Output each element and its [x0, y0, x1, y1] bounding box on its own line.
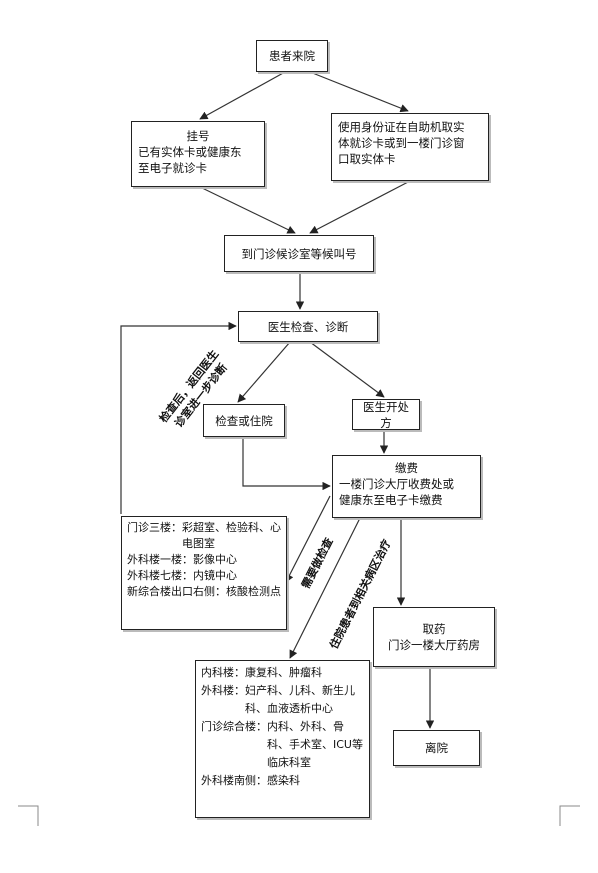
department-row: 外科楼： 妇产科、儿科、新生儿科、血液透析中心 [201, 682, 364, 718]
node-diagnosis-text: 医生检查、诊断 [267, 319, 349, 334]
arrow-idcard-to-waiting [309, 180, 411, 234]
node-diagnosis: 医生检查、诊断 [238, 311, 378, 342]
node-payment-title: 缴费 [395, 461, 418, 475]
exam-location-departments: 内镜中心 [193, 569, 237, 582]
arrow-exam-to-payment [242, 437, 331, 491]
node-payment: 缴费 一楼门诊大厅收费处或 健康东至电子卡缴费 [332, 455, 481, 518]
department-list: 感染科 [267, 774, 300, 787]
node-pharmacy: 取药 门诊一楼大厅药房 [373, 607, 495, 667]
department-building: 门诊综合楼： [201, 720, 267, 733]
department-building: 内科楼： [201, 666, 245, 679]
node-arrival: 患者来院 [256, 40, 328, 72]
exam-location-row: 外科楼七楼： 内镜中心 [127, 568, 281, 584]
exam-location-row: 外科楼一楼： 影像中心 [127, 552, 281, 568]
node-id-card-line-3: 口取实体卡 [338, 152, 396, 166]
node-register-line-1: 已有实体卡或健康东 [138, 145, 242, 159]
node-id-card: 使用身份证在自助机取实 体就诊卡或到一楼门诊窗 口取实体卡 [331, 113, 489, 181]
exam-location-departments: 核酸检测点 [226, 585, 281, 598]
exam-location-building: 门诊三楼： [127, 521, 182, 534]
node-id-card-line-1: 使用身份证在自助机取实 [338, 120, 465, 134]
node-register-title: 挂号 [186, 129, 210, 143]
exam-location-row: 新综合楼出口右侧： 核酸检测点 [127, 584, 281, 600]
node-prescription: 医生开处方 [352, 399, 420, 430]
node-pharmacy-line-1: 门诊一楼大厅药房 [388, 638, 480, 652]
node-register-line-2: 至电子就诊卡 [138, 161, 207, 175]
node-departments: 内科楼： 康复科、肿瘤科 外科楼： 妇产科、儿科、新生儿科、血液透析中心 门诊综… [195, 660, 370, 818]
department-row: 外科楼南侧： 感染科 [201, 772, 364, 790]
node-exam-or-admit: 检查或住院 [203, 404, 285, 437]
exam-location-departments: 影像中心 [193, 553, 237, 566]
node-exam-or-admit-text: 检查或住院 [215, 413, 273, 428]
arrow-payment-to-exam-locations [285, 495, 331, 583]
arrow-arrival-to-idcard [309, 71, 409, 113]
exam-location-row: 门诊三楼： 彩超室、检验科、心电图室 [127, 520, 281, 552]
department-list: 妇产科、儿科、新生儿科、血液透析中心 [245, 684, 355, 715]
department-list: 内科、外科、骨科、手术室、ICU等临床科室 [267, 720, 363, 769]
arrow-diagnosis-to-prescription [309, 341, 385, 398]
exam-location-building: 外科楼一楼： [127, 553, 193, 566]
node-arrival-text: 患者来院 [269, 49, 315, 63]
exam-location-building: 外科楼七楼： [127, 569, 193, 582]
department-row: 门诊综合楼： 内科、外科、骨科、手术室、ICU等临床科室 [201, 718, 364, 772]
node-pharmacy-title: 取药 [422, 622, 446, 636]
node-id-card-line-2: 体就诊卡或到一楼门诊窗 [338, 136, 465, 150]
exam-location-building: 新综合楼出口右侧： [127, 585, 226, 598]
node-prescription-text: 医生开处方 [363, 399, 409, 430]
arrow-payment-to-departments [289, 517, 361, 659]
department-row: 内科楼： 康复科、肿瘤科 [201, 664, 364, 682]
department-list: 康复科、肿瘤科 [245, 666, 322, 679]
department-building: 外科楼南侧： [201, 774, 267, 787]
arrow-exam-locations-return-to-diagnosis [120, 321, 237, 514]
node-payment-line-1: 一楼门诊大厅收费处或 [339, 477, 454, 491]
arrow-arrival-to-register [199, 71, 286, 120]
arrow-register-to-waiting [197, 185, 296, 234]
node-exam-locations: 门诊三楼： 彩超室、检验科、心电图室 外科楼一楼： 影像中心 外科楼七楼： 内镜… [121, 516, 287, 630]
node-leave: 离院 [393, 730, 480, 766]
node-register: 挂号 已有实体卡或健康东 至电子就诊卡 [131, 121, 265, 187]
page-corner-marks [18, 805, 580, 826]
department-building: 外科楼： [201, 684, 245, 697]
node-waiting-text: 到门诊候诊室等候叫号 [241, 246, 357, 261]
node-payment-line-2: 健康东至电子卡缴费 [339, 493, 443, 507]
exam-location-departments: 彩超室、检验科、心电图室 [182, 521, 281, 550]
arrow-diagnosis-to-exam [237, 341, 291, 403]
node-waiting: 到门诊候诊室等候叫号 [224, 235, 374, 272]
node-leave-text: 离院 [425, 741, 448, 755]
